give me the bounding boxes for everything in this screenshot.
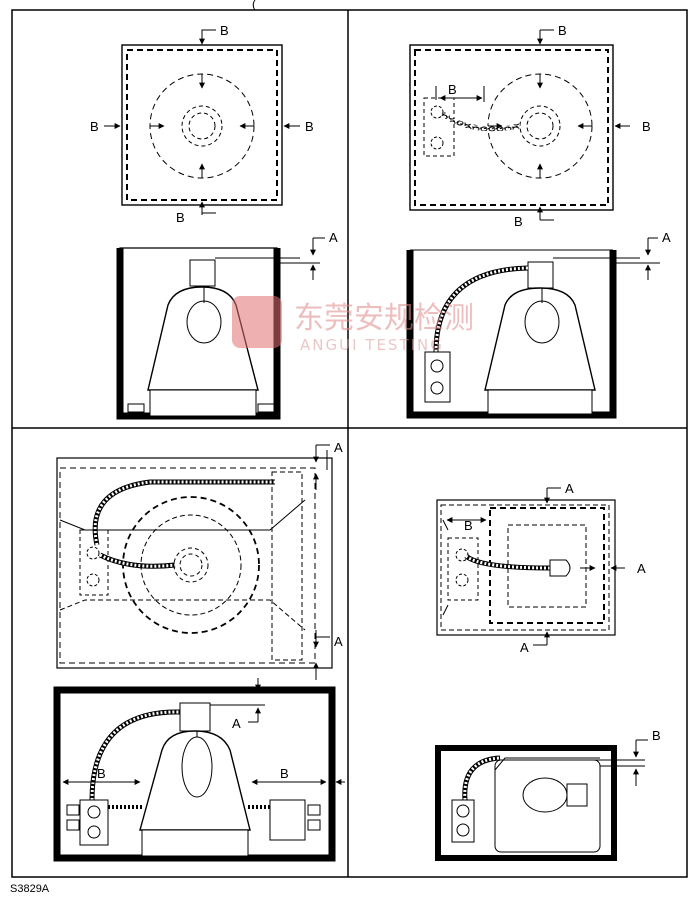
label-b: B bbox=[464, 518, 473, 533]
panel-grid bbox=[11, 9, 688, 878]
panel-top-right: B B B B A bbox=[406, 23, 671, 419]
label-b: B bbox=[280, 766, 289, 781]
label-a: A bbox=[520, 640, 529, 655]
label-b: B bbox=[176, 210, 185, 225]
panel-top-left: B B B B A bbox=[90, 23, 338, 420]
label-a: A bbox=[565, 481, 574, 496]
label-b: B bbox=[90, 119, 99, 134]
label-b: B bbox=[448, 82, 457, 97]
figure-id: S3829A bbox=[10, 883, 50, 895]
label-a: A bbox=[662, 230, 671, 245]
watermark-logo-icon bbox=[232, 296, 282, 348]
top-caption: ( bbox=[252, 0, 256, 11]
label-a: A bbox=[637, 561, 646, 576]
label-b: B bbox=[220, 23, 229, 38]
label-b: B bbox=[558, 23, 567, 38]
watermark-en: ANGUI TESTING bbox=[300, 336, 444, 354]
label-a: A bbox=[329, 230, 338, 245]
panel-bottom-right: A A A B B bbox=[435, 481, 661, 861]
label-b: B bbox=[305, 119, 314, 134]
label-b: B bbox=[652, 728, 661, 743]
label-b: B bbox=[514, 214, 523, 229]
label-a: A bbox=[334, 634, 343, 649]
label-a: A bbox=[334, 440, 343, 455]
label-b: B bbox=[97, 766, 106, 781]
panel-bottom-left: A A B B A bbox=[53, 440, 345, 862]
label-a: A bbox=[232, 716, 241, 731]
label-b: B bbox=[642, 119, 651, 134]
watermark-cn: 东莞安规检测 bbox=[294, 301, 474, 336]
watermark: 东莞安规检测 ANGUI TESTING bbox=[232, 296, 474, 354]
